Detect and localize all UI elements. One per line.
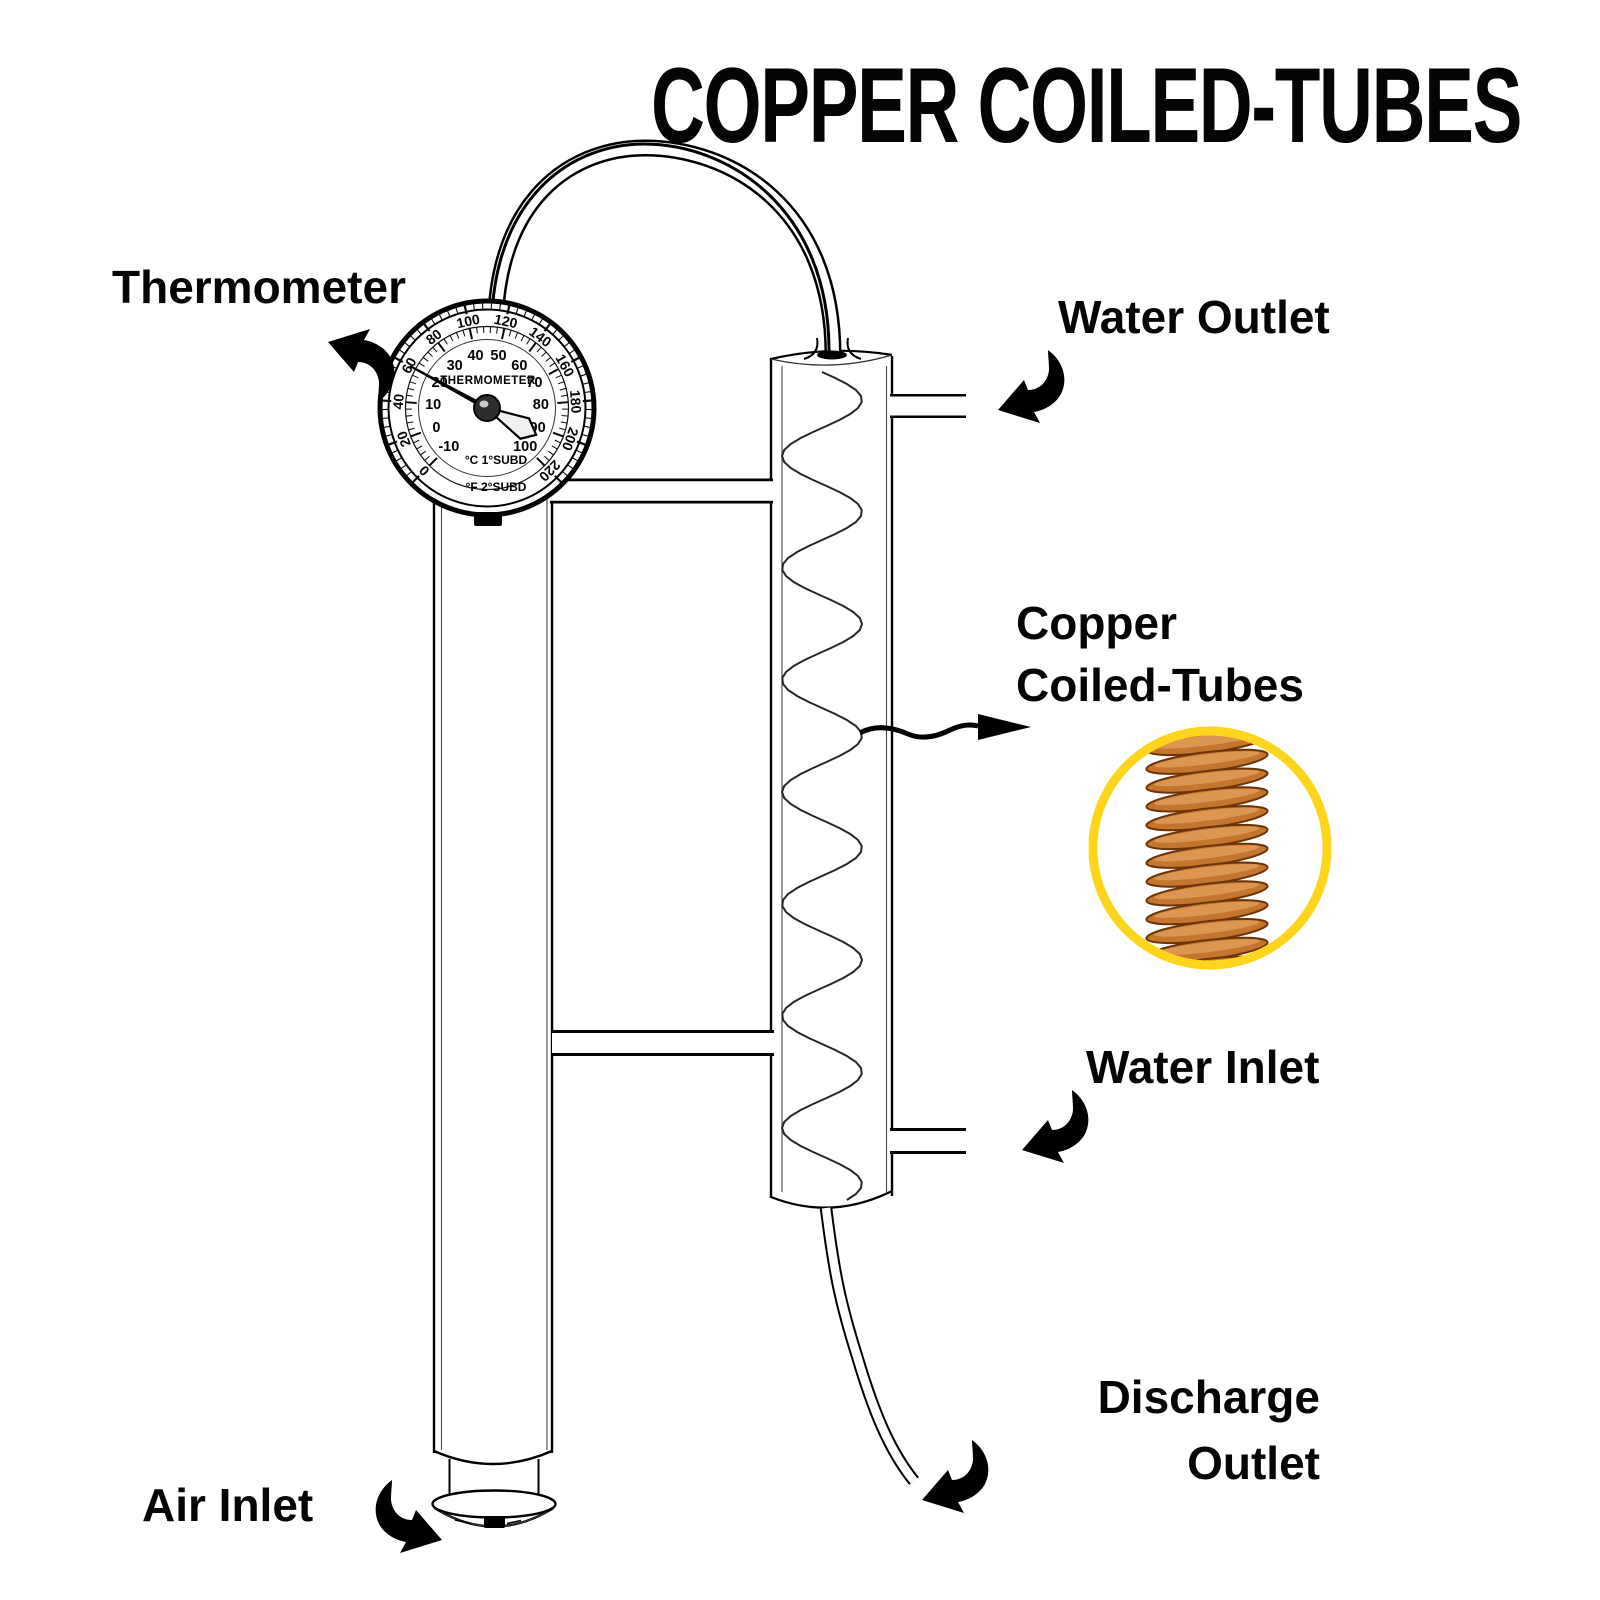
fahrenheit-scale-number: 100 — [455, 311, 481, 332]
copper-coiled-tubes-label-line2: Coiled-Tubes — [1016, 659, 1304, 711]
copper-tubes-wavy-arrow-icon — [858, 714, 1031, 740]
celsius-scale-number: 60 — [511, 358, 527, 374]
fahrenheit-scale-number: 20 — [393, 429, 414, 449]
discharge-outlet-curved-arrow-icon — [922, 1440, 989, 1513]
celsius-ticks — [405, 326, 569, 467]
water-inlet-curved-arrow-icon — [1022, 1090, 1089, 1163]
celsius-scale-number: 10 — [425, 397, 441, 413]
dial-celsius-caption: °C 1°SUBD — [465, 453, 528, 467]
celsius-scale-number: 70 — [526, 375, 542, 391]
celsius-scale-number: 100 — [513, 439, 537, 455]
celsius-scale-number: 80 — [533, 397, 549, 413]
dial-brand-text: THERMOMETER — [440, 375, 536, 387]
gauge-hub — [473, 394, 501, 422]
gauge-stem-nut — [474, 512, 502, 526]
copper-coil-inset — [1088, 726, 1332, 970]
fahrenheit-scale-number: 120 — [493, 311, 519, 332]
air-inlet-valve — [484, 1516, 505, 1528]
arch-vapor-tube — [486, 139, 862, 369]
thermometer-label: Thermometer — [112, 261, 406, 313]
air-inlet-curved-arrow-icon — [375, 1480, 442, 1553]
water-outlet-curved-arrow-icon — [998, 350, 1065, 423]
thermometer-curved-arrow-icon — [328, 329, 395, 402]
copper-coil-image — [1145, 735, 1269, 961]
celsius-scale-number: 50 — [490, 348, 506, 364]
copper-coiled-tubes-label: Copper Coiled-Tubes — [1016, 592, 1304, 716]
water-outlet-label: Water Outlet — [1058, 291, 1330, 343]
fahrenheit-scale-number: 40 — [390, 393, 407, 410]
celsius-numbers: -100102030405060708090100 — [425, 348, 549, 455]
air-inlet-label: Air Inlet — [142, 1479, 314, 1531]
inset-border-circle — [1088, 726, 1332, 970]
celsius-scale-number: 40 — [467, 348, 483, 364]
arch-entry-joint — [817, 350, 847, 360]
discharge-tube — [819, 1207, 919, 1485]
fahrenheit-ticks — [379, 302, 595, 485]
condenser-column — [769, 349, 894, 1209]
celsius-scale-number: 0 — [432, 420, 440, 436]
discharge-outlet-label: Discharge Outlet — [1020, 1364, 1320, 1496]
page-title: COPPER COILED-TUBES — [651, 45, 1521, 165]
air-inlet-base — [431, 1459, 557, 1528]
water-inlet-label: Water Inlet — [1086, 1041, 1320, 1093]
celsius-scale-number: 30 — [447, 358, 463, 374]
discharge-outlet-label-line2: Outlet — [1187, 1437, 1320, 1489]
discharge-outlet-label-line1: Discharge — [1097, 1371, 1320, 1423]
celsius-scale-number: -10 — [438, 439, 459, 455]
distillation-column — [432, 430, 554, 1466]
coil-wave-outline — [780, 371, 864, 1201]
fahrenheit-scale-number: 180 — [567, 389, 585, 414]
dial-fahrenheit-caption: °F 2°SUBD — [466, 480, 527, 494]
copper-coiled-tubes-label-line1: Copper — [1016, 597, 1177, 649]
